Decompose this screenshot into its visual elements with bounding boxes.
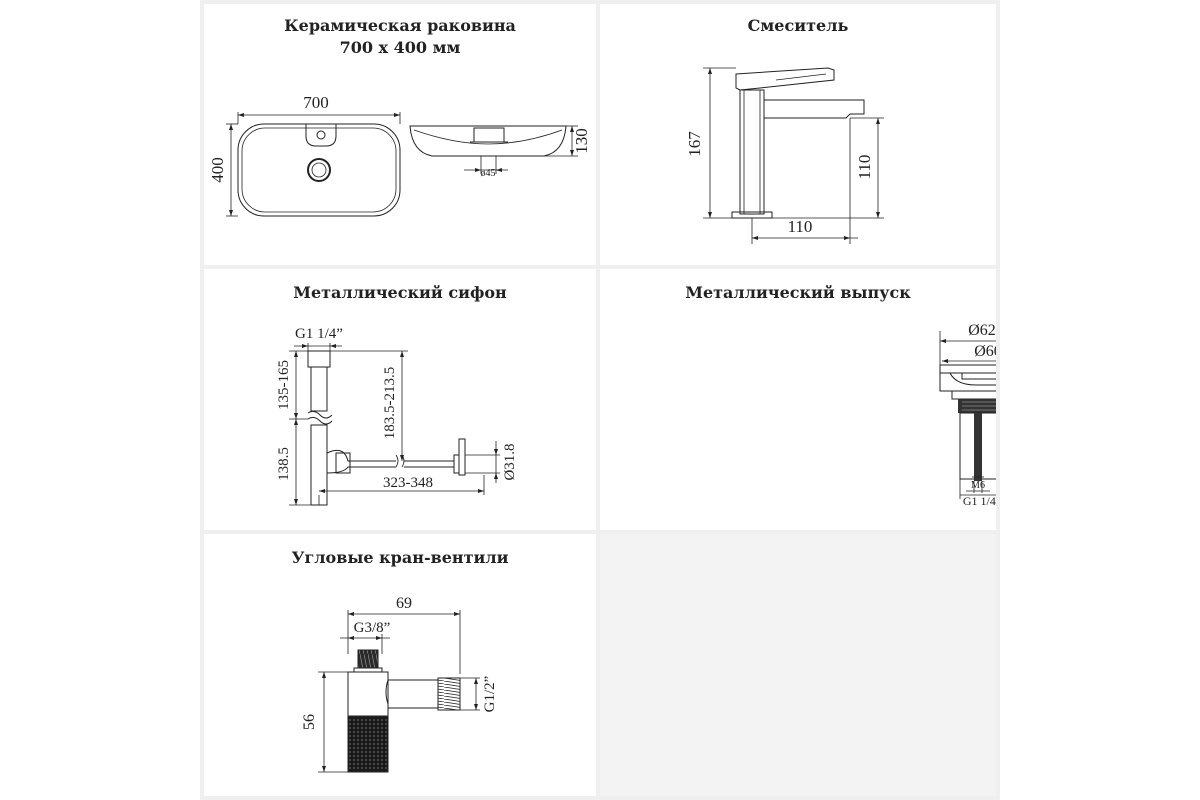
panel-valve: Угловые кран-вентили (204, 534, 596, 796)
sink-top-view (237, 123, 401, 217)
mixer-reach-dimension (751, 118, 858, 244)
mixer-height-dimension (703, 67, 736, 219)
outlet-thread-dimension (959, 479, 996, 499)
panel-sink: Керамическая раковина 700 х 400 мм 700 (204, 4, 596, 265)
siphon-thread-dimension (294, 343, 342, 351)
sink-drain-label: ø45 (481, 168, 496, 179)
valve-width-label: 69 (396, 595, 412, 612)
siphon-drawing: G1 1/4” 135-165 138.5 183.5-213.5 (276, 326, 518, 506)
outlet-title: Металлический выпуск (685, 283, 911, 302)
outlet-outer-label: Ø62,5 (968, 322, 996, 339)
valve-width-dimension (347, 610, 461, 674)
mixer-reach-label: 110 (788, 217, 813, 236)
outlet-thread-label: G1 1/4” (963, 494, 996, 508)
siphon-horizontal-label: 323-348 (383, 475, 433, 491)
panel-siphon: Металлический сифон (204, 269, 596, 530)
valve-outlet-dimension (460, 677, 480, 711)
sink-depth-label: 130 (572, 128, 591, 154)
sink-height-label: 400 (208, 157, 227, 183)
outlet-bolt-label: M6 (971, 480, 985, 491)
valve-inlet-label: G3/8” (354, 620, 391, 636)
sink-width-dimension (237, 112, 401, 124)
sink-width-label: 700 (303, 93, 329, 112)
mixer-spout-label: 110 (855, 155, 874, 180)
mixer-height-label: 167 (685, 131, 704, 157)
outlet-outer-dimension (939, 331, 996, 365)
outlet-inner-dimension (942, 359, 996, 363)
siphon-diameter-label: Ø31.8 (502, 443, 518, 480)
siphon-vertical-label: 183.5-213.5 (382, 367, 398, 440)
siphon-thread-label: G1 1/4” (295, 326, 343, 342)
outlet-drawing: Ø62,5 Ø60 (939, 322, 996, 508)
siphon-left-dimension (289, 350, 311, 506)
mixer-drawing: 167 110 110 (685, 67, 884, 244)
siphon-body (307, 350, 466, 506)
panel-empty (600, 534, 996, 796)
panel-mixer: Смеситель 167 (600, 4, 996, 265)
valve-inlet-dimension (340, 626, 390, 654)
sink-title-line1: Керамическая раковина (284, 16, 516, 35)
outlet-bolt-dimension (966, 481, 990, 493)
siphon-lower-label: 138.5 (276, 447, 292, 481)
spec-sheet: Керамическая раковина 700 х 400 мм 700 (200, 0, 1000, 800)
sink-height-dimension (226, 123, 238, 217)
valve-height-label: 56 (301, 714, 318, 730)
siphon-diameter-dimension (465, 441, 500, 483)
siphon-horizontal-dimension (318, 475, 485, 505)
outlet-inner-label: Ø60 (974, 343, 996, 360)
mixer-body (731, 67, 865, 219)
mixer-title: Смеситель (747, 16, 849, 35)
sink-side-view (409, 125, 567, 174)
panel-outlet: Металлический выпуск Ø62,5 Ø60 (600, 269, 996, 530)
siphon-title: Металлический сифон (293, 283, 507, 302)
valve-height-dimension (318, 671, 348, 773)
siphon-vertical-dimension (330, 350, 408, 461)
valve-title: Угловые кран-вентили (291, 548, 509, 567)
valve-drawing: 69 G3/8” (301, 595, 498, 773)
sink-drawing: 700 400 ø45 (208, 93, 591, 217)
siphon-upper-label: 135-165 (276, 360, 292, 410)
outlet-body (939, 364, 996, 481)
sink-title-line2: 700 х 400 мм (339, 38, 461, 57)
valve-body (347, 649, 461, 773)
valve-outlet-label: G1/2” (482, 676, 498, 713)
mixer-spout-dimension (772, 117, 884, 219)
sink-depth-dimension (544, 125, 578, 157)
